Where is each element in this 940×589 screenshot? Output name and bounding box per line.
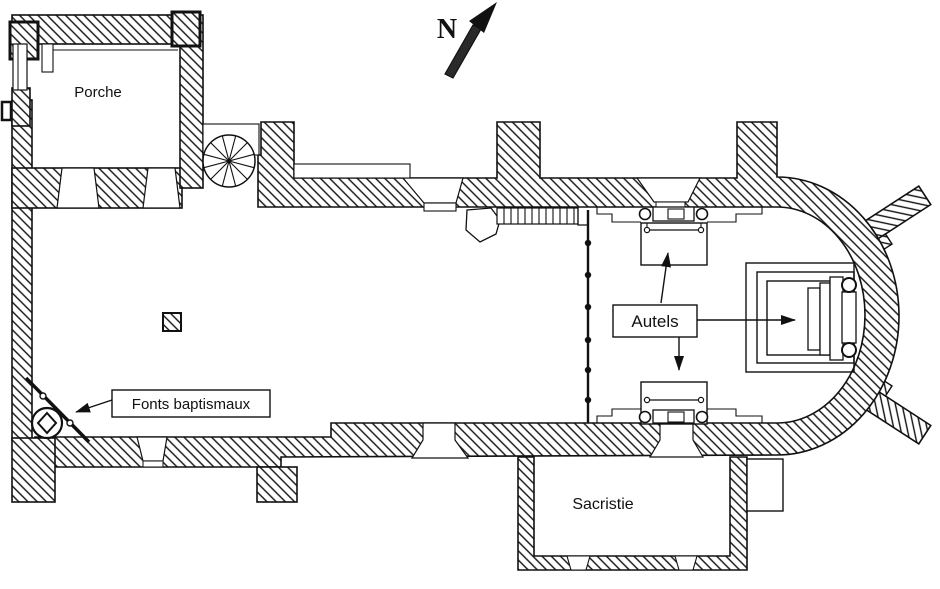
altar-block-inner xyxy=(667,208,685,220)
pulpit xyxy=(465,207,501,243)
baptismal-font xyxy=(24,376,91,444)
spiral-stair-treads xyxy=(203,135,255,187)
porch-corner-quoin-northeast xyxy=(170,10,202,48)
altar-rail-knob xyxy=(697,396,705,404)
screen-knob xyxy=(39,392,47,400)
north-arrow-head xyxy=(469,2,497,33)
altar-rail-knob xyxy=(643,226,651,234)
chancel-step-southwest xyxy=(596,408,641,423)
north-door-threshold xyxy=(423,202,457,212)
sacristy-window-west xyxy=(566,555,591,571)
fonts-label: Fonts baptismaux xyxy=(132,396,251,413)
south-window-splay xyxy=(136,436,168,462)
altar-column xyxy=(695,207,709,221)
south-door-splay xyxy=(410,422,470,459)
west-door-quoin xyxy=(0,100,13,122)
autels-label: Autels xyxy=(631,312,678,331)
callout-box xyxy=(111,389,271,418)
altar-rail-knob xyxy=(643,396,651,404)
porch-to-nave-door xyxy=(56,167,100,209)
porch-to-stair-door xyxy=(142,167,181,209)
altar-column xyxy=(638,207,652,221)
south-buttress xyxy=(256,466,298,503)
chancel-steps xyxy=(496,207,588,226)
chancel-step-southeast xyxy=(707,408,763,423)
chancel-step-northeast xyxy=(707,207,763,223)
porch-label: Porche xyxy=(74,84,122,101)
step-return xyxy=(577,208,588,226)
callout-arrow xyxy=(75,399,113,413)
sacristy-annex xyxy=(746,458,784,512)
steps-frame xyxy=(496,207,579,225)
west-wall xyxy=(11,99,33,441)
altar-rail-knob xyxy=(697,226,705,234)
sacristy-label: Sacristie xyxy=(572,496,633,513)
altar-table xyxy=(819,282,831,356)
step-rungs xyxy=(503,208,575,224)
altar-platform xyxy=(640,222,708,266)
chancel-north-window xyxy=(635,177,701,203)
altar-retable xyxy=(829,276,844,361)
porch-inner-notch xyxy=(41,43,54,73)
arrow-to-north-altar xyxy=(660,252,672,304)
side-altar-north xyxy=(638,206,709,266)
fonts-baptismaux-callout: Fonts baptismaux xyxy=(75,389,271,418)
porch-west-wall-block xyxy=(11,87,31,127)
altar-column xyxy=(841,342,857,358)
sacristy-window-east xyxy=(674,555,698,571)
altar-block-inner xyxy=(667,411,685,423)
chancel-step-northwest xyxy=(596,207,641,223)
main-altar xyxy=(745,262,857,373)
north-compass: N xyxy=(437,2,497,79)
screen-knob xyxy=(66,419,74,427)
north-label: N xyxy=(437,14,457,45)
altar-column xyxy=(841,277,857,293)
altar-back xyxy=(841,291,857,344)
south-window-sill xyxy=(142,460,164,468)
screen-posts xyxy=(584,239,592,404)
altar-column xyxy=(638,410,652,424)
porch-west-door xyxy=(12,43,28,91)
southwest-corner-buttress xyxy=(11,437,56,503)
nave-chancel-apse-walls xyxy=(34,121,900,468)
spiral-staircase xyxy=(202,134,256,188)
font-bowl xyxy=(36,411,58,435)
altar-table-step xyxy=(807,287,821,351)
callout-box xyxy=(612,304,698,338)
exterior-ledge-north xyxy=(293,163,411,179)
nave-pillar xyxy=(162,312,182,332)
rood-screen xyxy=(584,210,592,423)
altar-column xyxy=(695,410,709,424)
font-screen xyxy=(24,376,91,444)
autels-callout: Autels xyxy=(612,252,796,371)
porch-north-wall xyxy=(11,14,201,45)
sacristy-walls xyxy=(517,456,748,571)
side-altar-south xyxy=(638,381,709,425)
